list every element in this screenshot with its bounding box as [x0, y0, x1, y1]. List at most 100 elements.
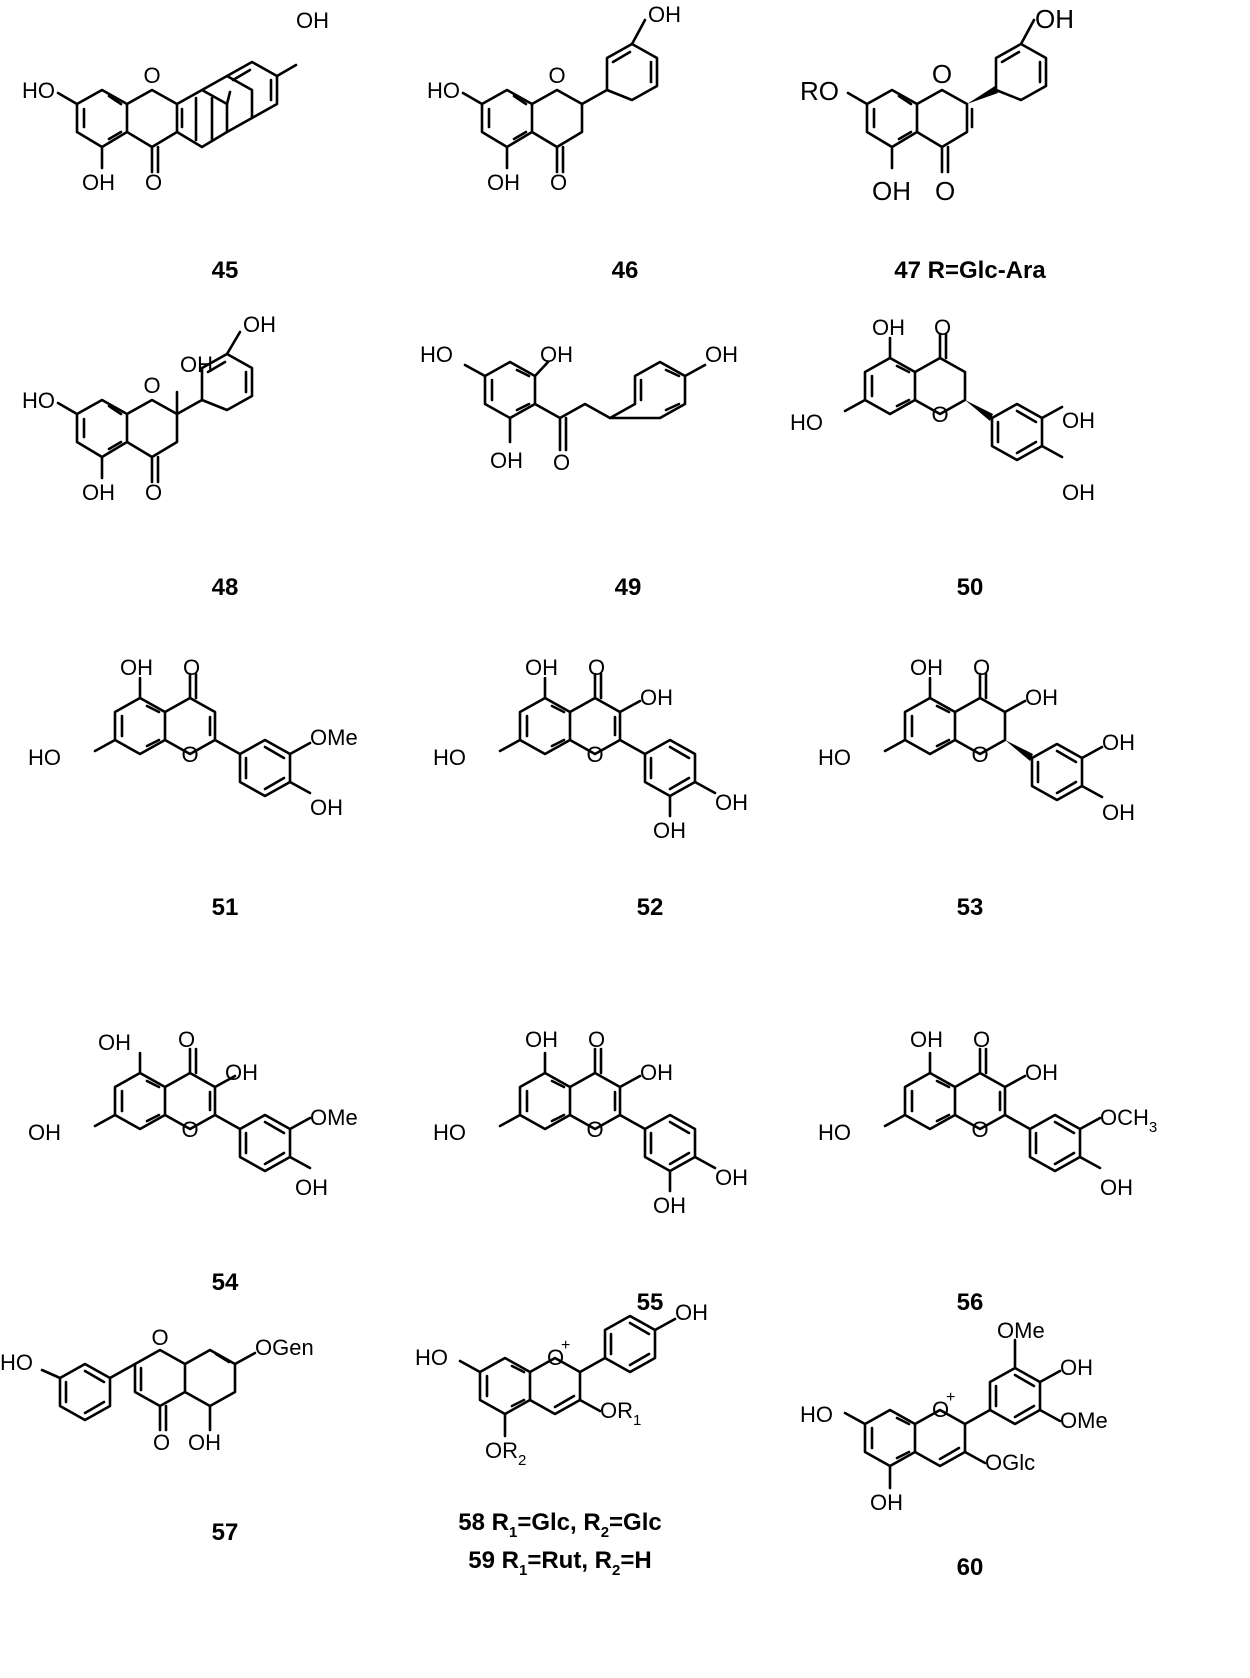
methoxy-3p: OMe — [310, 725, 358, 750]
hydroxyl-4p: OH — [243, 312, 276, 337]
structure-50: O OH O HO OH OH 50 — [790, 315, 1095, 601]
hydroxyl-7: HO — [818, 745, 851, 770]
hydroxyl-5: OH — [910, 655, 943, 680]
hydroxyl-4p: OH — [295, 1175, 328, 1200]
compound-label: 54 — [212, 1269, 239, 1296]
carbonyl-oxygen: O — [973, 655, 990, 680]
hydroxyl-7: HO — [433, 1120, 466, 1145]
compound-label-58: 58 R1=Glc, R2=Glc — [458, 1509, 661, 1541]
carbonyl-oxygen: O — [153, 1430, 170, 1455]
methoxy-3p: OMe — [310, 1105, 358, 1130]
hydroxyl-4p: OH — [1100, 1175, 1133, 1200]
hydroxyl-4p: OH — [1035, 4, 1074, 34]
carbonyl-oxygen: O — [588, 655, 605, 680]
compound-label: 48 — [212, 574, 239, 601]
compound-label: 51 — [212, 894, 239, 921]
hydroxyl-5: OH — [98, 1030, 131, 1055]
glycoside-oxygen: RO — [800, 76, 839, 106]
hydroxyl-5: OH — [870, 1490, 903, 1515]
compound-label: 53 — [957, 894, 984, 921]
hydroxyl-6: OH — [490, 448, 523, 473]
ring-oxygen: O — [931, 402, 948, 427]
carbonyl-oxygen: O — [553, 450, 570, 475]
structure-51: O OH O HO OMe OH 51 — [28, 655, 358, 921]
pyrylium-oxygen: O — [932, 1397, 949, 1422]
hydroxyl-2: OH — [180, 352, 213, 377]
hydroxyl-3p: OH — [1102, 730, 1135, 755]
structure-48: O OH HO OH O OH 48 — [22, 312, 276, 601]
ring-oxygen: O — [143, 63, 160, 88]
hydroxyl-7: HO — [427, 78, 460, 103]
ring-oxygen: O — [151, 1325, 168, 1350]
positive-charge: + — [946, 1389, 955, 1406]
ring-oxygen: O — [181, 1117, 198, 1142]
carbonyl-oxygen: O — [973, 1027, 990, 1052]
hydroxyl-4p: OH — [1062, 480, 1095, 505]
glycoside-3: OR1 — [600, 1398, 641, 1429]
methoxy-5p: OMe — [1060, 1408, 1108, 1433]
hydroxyl-7: HO — [22, 388, 55, 413]
glucoside-3: OGlc — [985, 1450, 1035, 1475]
hydroxyl-4p: OH — [310, 795, 343, 820]
ring-oxygen: O — [971, 742, 988, 767]
hydroxyl-5: OH — [120, 655, 153, 680]
ring-oxygen: O — [143, 373, 160, 398]
hydroxyl-3: OH — [1025, 685, 1058, 710]
hydroxyl-5: OH — [525, 655, 558, 680]
compound-label: 57 — [212, 1519, 239, 1546]
hydroxyl-3: OH — [640, 1060, 673, 1085]
hydroxyl-5: OH — [82, 170, 115, 195]
hydroxyl-7: HO — [28, 745, 61, 770]
carbonyl-oxygen: O — [934, 315, 951, 340]
hydroxyl-4p: OH — [296, 8, 329, 33]
hydroxyl-4p: OH — [705, 342, 738, 367]
methoxy-3p: OCH3 — [1100, 1105, 1157, 1136]
ring-oxygen: O — [932, 59, 952, 89]
hydroxyl-4p: OH — [648, 2, 681, 27]
structure-45: O HO OH O OH 45 — [22, 8, 329, 284]
compound-label: 49 — [615, 574, 642, 601]
glycoside-5: OR2 — [485, 1438, 526, 1469]
hydroxyl-3p: OH — [1062, 408, 1095, 433]
hydroxyl-5: OH — [525, 1027, 558, 1052]
hydroxyl-3: OH — [1025, 1060, 1058, 1085]
hydroxyl-7: HO — [790, 410, 823, 435]
pyrylium-oxygen: O — [547, 1345, 564, 1370]
ring-oxygen: O — [548, 63, 565, 88]
compound-label: 50 — [957, 574, 984, 601]
ring-oxygen: O — [586, 1117, 603, 1142]
methoxy-3p: OMe — [997, 1318, 1045, 1343]
gentiobioside-oxygen: OGen — [255, 1335, 314, 1360]
hydroxyl-3: OH — [225, 1060, 258, 1085]
carbonyl-oxygen: O — [935, 176, 955, 206]
hydroxyl-2: OH — [540, 342, 573, 367]
hydroxyl-3: OH — [640, 685, 673, 710]
structure-56: O OH O OH HO OCH3 OH 56 — [818, 1027, 1157, 1316]
hydroxyl-4p: OH — [1102, 800, 1135, 825]
structure-57: O HO O OH OGen 57 — [0, 1325, 314, 1546]
hydroxyl-5: OH — [910, 1027, 943, 1052]
carbonyl-oxygen: O — [145, 480, 162, 505]
hydroxyl-5: OH — [487, 170, 520, 195]
compound-label-59: 59 R1=Rut, R2=H — [468, 1547, 651, 1579]
positive-charge: + — [561, 1337, 570, 1354]
hydroxyl-7: HO — [433, 745, 466, 770]
structure-49: HO OH OH O OH 49 — [420, 342, 738, 601]
structure-58-59: O + HO OH OR1 OR2 58 R1=Glc, R2=Glc 59 R… — [415, 1300, 708, 1579]
hydroxyl-5: OH — [872, 176, 911, 206]
carbonyl-oxygen: O — [183, 655, 200, 680]
hydroxyl-5: OH — [188, 1430, 221, 1455]
hydroxyl-4p: OH — [1060, 1355, 1093, 1380]
hydroxyl-4p: OH — [715, 1165, 748, 1190]
compound-label: 52 — [637, 894, 664, 921]
compound-label: 46 — [612, 257, 639, 284]
structure-60: O + HO OH OGlc OMe OH OMe 60 — [800, 1318, 1108, 1581]
carbonyl-oxygen: O — [588, 1027, 605, 1052]
compound-label: 55 — [637, 1289, 664, 1316]
hydroxyl-4p: HO — [0, 1350, 33, 1375]
structure-47: O RO OH O OH 47 R=Glc-Ara — [800, 4, 1074, 284]
hydroxyl-3p: OH — [653, 818, 686, 843]
compound-label: 47 R=Glc-Ara — [894, 257, 1046, 284]
structure-55: O OH O OH HO OH OH 55 — [433, 1027, 748, 1316]
hydroxyl-3p: OH — [653, 1193, 686, 1218]
